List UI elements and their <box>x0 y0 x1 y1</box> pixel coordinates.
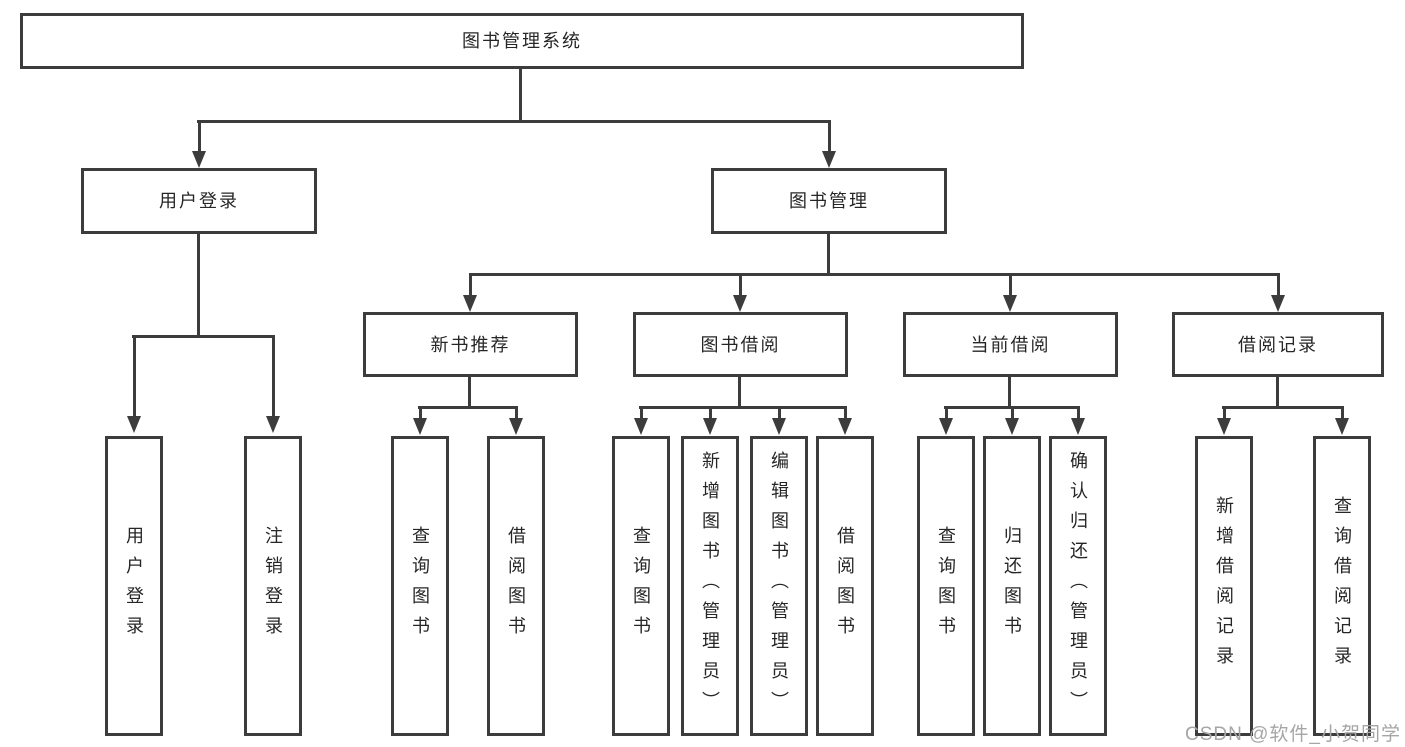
node-label: 查询图书 <box>410 526 430 646</box>
node-user-login: 用户登录 <box>81 168 317 234</box>
leaf-query-books-recommend: 查询图书 <box>391 436 449 736</box>
arrow-down-icon <box>838 406 852 435</box>
node-borrowing-records: 借阅记录 <box>1172 312 1384 377</box>
connector-line <box>197 234 200 336</box>
arrow-down-icon <box>939 406 953 435</box>
arrow-down-icon <box>1003 273 1017 312</box>
connector-line <box>469 273 1280 276</box>
arrow-down-icon <box>822 120 836 168</box>
connector-line <box>519 69 522 120</box>
node-label: 图书管理系统 <box>462 31 582 51</box>
csdn-watermark: CSDN @软件_小贺同学 <box>1185 724 1401 745</box>
arrow-down-icon <box>703 406 717 435</box>
leaf-confirm-return-admin: 确认归还（管理员） <box>1049 436 1107 736</box>
arrow-down-icon <box>1271 273 1285 312</box>
connector-line <box>132 335 275 338</box>
connector-line <box>197 120 831 123</box>
connector-line <box>738 377 741 408</box>
arrow-down-icon <box>1335 406 1349 435</box>
arrow-down-icon <box>413 406 427 435</box>
node-label: 借阅图书 <box>506 526 526 646</box>
connector-line <box>827 234 830 275</box>
arrow-down-icon <box>463 273 477 312</box>
connector-line <box>639 406 847 409</box>
node-label: 新增图书（管理员） <box>700 451 720 721</box>
node-label: 注销登录 <box>263 526 283 646</box>
arrow-down-icon <box>192 120 206 168</box>
arrow-down-icon <box>509 406 523 435</box>
arrow-down-icon <box>733 273 747 312</box>
node-label: 查询借阅记录 <box>1332 496 1352 676</box>
connector-line <box>418 406 518 409</box>
node-label: 图书借阅 <box>700 334 781 355</box>
node-book-borrowing: 图书借阅 <box>633 312 848 377</box>
node-current-borrowing: 当前借阅 <box>903 312 1118 377</box>
arrow-down-icon <box>1071 406 1085 435</box>
arrow-down-icon <box>634 406 648 435</box>
connector-line <box>1008 377 1011 408</box>
leaf-return-books: 归还图书 <box>983 436 1041 736</box>
connector-line <box>468 377 471 408</box>
arrow-down-icon <box>127 335 141 433</box>
node-book-management: 图书管理 <box>711 168 947 234</box>
leaf-query-borrow-record: 查询借阅记录 <box>1313 436 1371 736</box>
node-label: 查询图书 <box>631 526 651 646</box>
leaf-add-books-admin: 新增图书（管理员） <box>681 436 739 736</box>
node-label: 用户登录 <box>124 526 144 646</box>
node-label: 图书管理 <box>789 191 869 211</box>
leaf-user-login: 用户登录 <box>105 436 163 736</box>
node-new-book-recommendation: 新书推荐 <box>363 312 578 377</box>
node-label: 编辑图书（管理员） <box>769 451 789 721</box>
node-label: 用户登录 <box>159 191 239 211</box>
leaf-borrow-books-recommend: 借阅图书 <box>487 436 545 736</box>
leaf-logout: 注销登录 <box>244 436 302 736</box>
node-label: 当前借阅 <box>970 334 1051 355</box>
node-label: 新增借阅记录 <box>1214 496 1234 676</box>
leaf-edit-books-admin: 编辑图书（管理员） <box>750 436 808 736</box>
leaf-query-books-borrowing: 查询图书 <box>612 436 670 736</box>
leaf-borrow-books: 借阅图书 <box>816 436 874 736</box>
connector-line <box>1222 406 1344 409</box>
node-label: 归还图书 <box>1002 526 1022 646</box>
node-library-management-system: 图书管理系统 <box>20 13 1024 69</box>
node-label: 查询图书 <box>936 526 956 646</box>
arrow-down-icon <box>266 335 280 433</box>
connector-line <box>1276 377 1279 408</box>
node-label: 新书推荐 <box>430 334 511 355</box>
leaf-add-borrow-record: 新增借阅记录 <box>1195 436 1253 736</box>
node-label: 借阅记录 <box>1238 334 1318 355</box>
node-label: 借阅图书 <box>835 526 855 646</box>
node-label: 确认归还（管理员） <box>1068 451 1088 721</box>
arrow-down-icon <box>1217 406 1231 435</box>
arrow-down-icon <box>1005 406 1019 435</box>
arrow-down-icon <box>772 406 786 435</box>
leaf-query-books-current: 查询图书 <box>917 436 975 736</box>
